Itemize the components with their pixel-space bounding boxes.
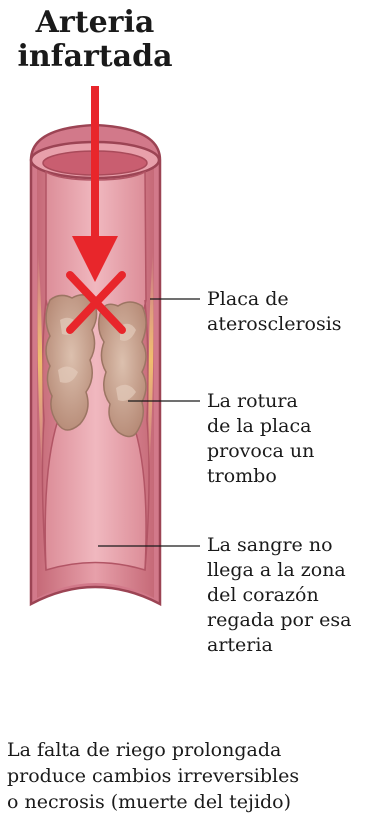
atherosclerotic-plaque xyxy=(45,294,147,438)
plaque-label-line-1: Placa de xyxy=(207,288,289,310)
rupture-label: La rotura de la placa provoca un trombo xyxy=(207,389,314,489)
rupture-label-line-1: La rotura xyxy=(207,390,298,412)
x-mark-icon xyxy=(66,271,126,334)
rupture-label-line-3: provoca un xyxy=(207,440,315,462)
fat-deposit xyxy=(37,250,154,470)
blood-label-line-3: del corazón xyxy=(207,584,319,606)
footer-line-1: La falta de riego prolongada xyxy=(7,739,282,761)
footer-line-3: o necrosis (muerte del tejido) xyxy=(7,791,292,813)
diagram-title: Arteria infartada xyxy=(0,6,190,74)
plaque-label-line-2: aterosclerosis xyxy=(207,313,342,335)
title-line-1: Arteria xyxy=(35,5,155,40)
blood-label: La sangre no llega a la zona del corazón… xyxy=(207,533,351,658)
blood-label-line-5: arteria xyxy=(207,634,273,656)
rupture-label-line-4: trombo xyxy=(207,465,277,487)
blood-label-line-2: llega a la zona xyxy=(207,559,346,581)
footer-note: La falta de riego prolongada produce cam… xyxy=(7,737,299,815)
blood-label-line-1: La sangre no xyxy=(207,534,333,556)
rupture-label-line-2: de la placa xyxy=(207,415,312,437)
title-line-2: infartada xyxy=(17,39,173,74)
down-arrow-icon xyxy=(72,86,118,282)
plaque-label: Placa de aterosclerosis xyxy=(207,287,342,337)
blood-label-line-4: regada por esa xyxy=(207,609,352,631)
footer-line-2: produce cambios irreversibles xyxy=(7,765,300,787)
